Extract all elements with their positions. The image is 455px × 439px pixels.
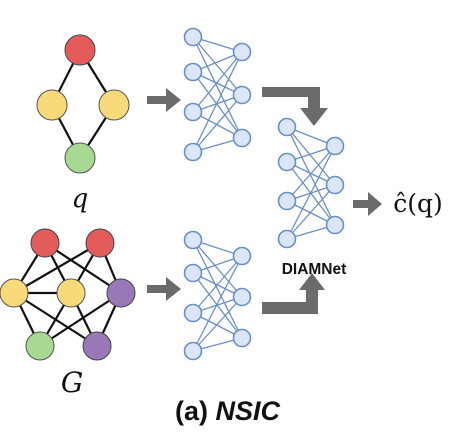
query-label: q xyxy=(72,184,89,214)
graph-node-red-left xyxy=(30,228,60,258)
query-node-red xyxy=(64,34,96,66)
arrow-diamnet-to-output xyxy=(353,192,382,216)
graph-node-purple-right xyxy=(106,278,136,308)
graph-node-green xyxy=(25,331,55,361)
caption-prefix: (a) xyxy=(174,396,208,426)
arrow-query-to-encoder xyxy=(147,88,181,112)
graph-label: G xyxy=(61,366,83,399)
output-label: ĉ(q) xyxy=(393,189,443,218)
arrow-graph-to-encoder xyxy=(147,277,181,301)
graph-node-red-right xyxy=(85,228,115,258)
arrow-graph-encoder-to-diamnet xyxy=(262,273,325,314)
query-graph: q xyxy=(36,34,130,214)
caption-title: NSIC xyxy=(215,396,281,426)
query-node-yellow-left xyxy=(36,89,68,121)
query-encoder-network xyxy=(183,27,252,162)
graph-node-yellow-left xyxy=(0,278,29,308)
diamnet-label: DIAMNet xyxy=(282,261,347,278)
query-node-yellow-right xyxy=(98,89,130,121)
graph-node-yellow-middle xyxy=(56,278,86,308)
arrow-query-encoder-to-diamnet xyxy=(262,87,328,126)
query-node-green xyxy=(64,142,96,174)
diamnet-network: DIAMNet xyxy=(277,117,347,278)
data-graph: G xyxy=(0,228,136,399)
figure-caption: (a) NSIC xyxy=(0,396,455,427)
graph-encoder-network xyxy=(183,230,252,361)
graph-node-purple-bottom xyxy=(82,331,112,361)
